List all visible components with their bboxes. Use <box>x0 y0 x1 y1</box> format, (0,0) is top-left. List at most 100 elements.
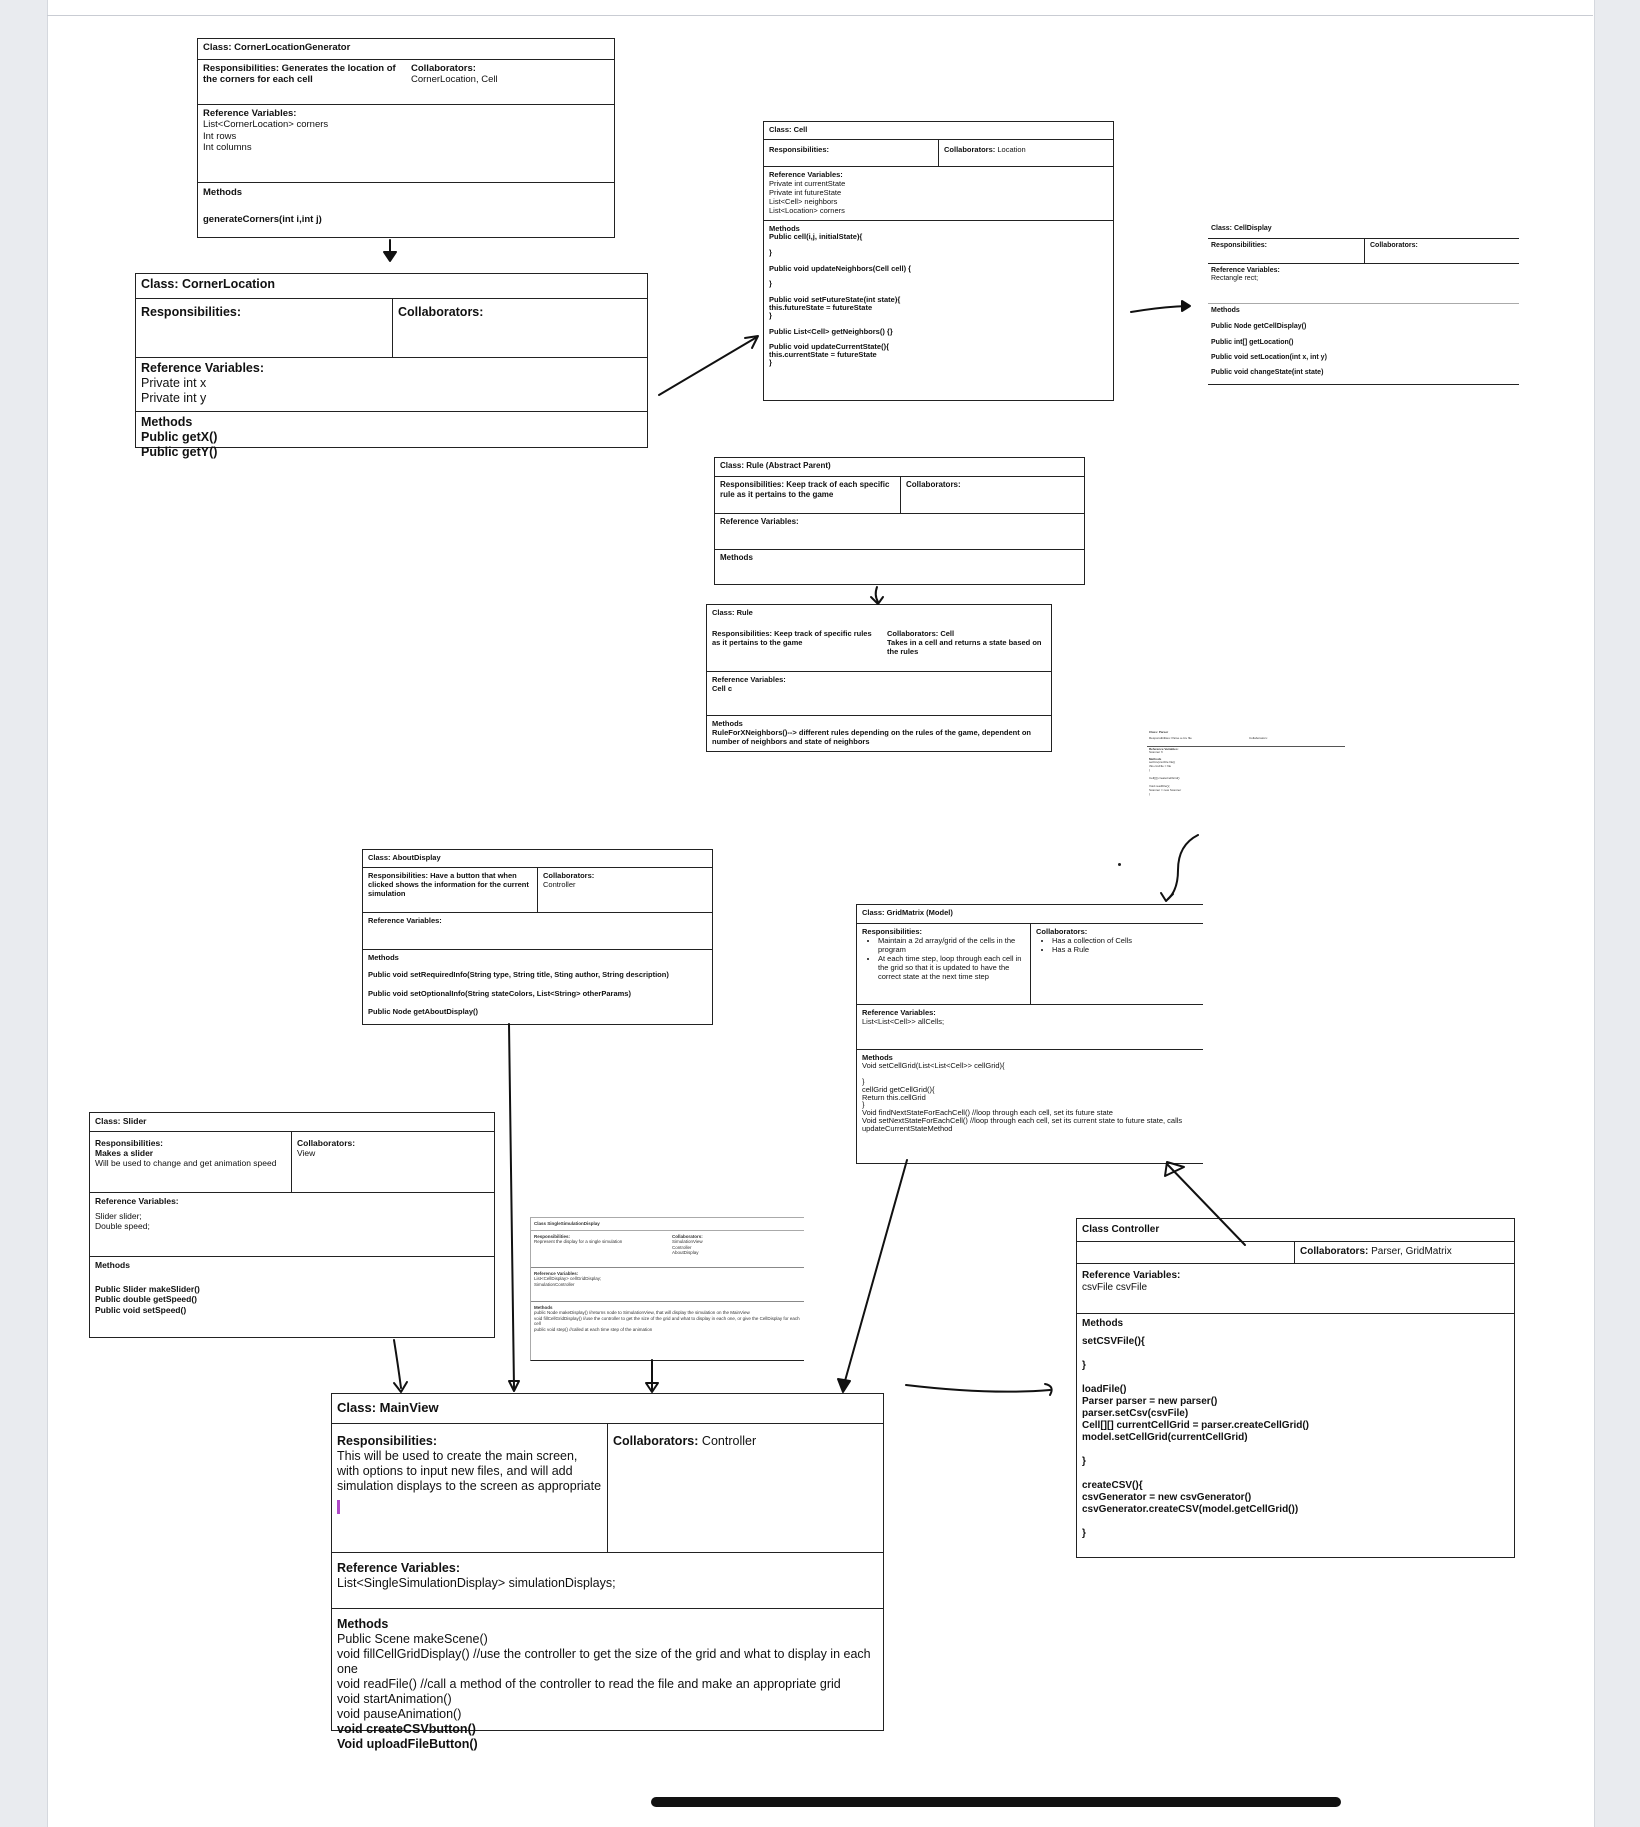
bullet-item: Maintain a 2d array/grid of the cells in… <box>878 936 1025 954</box>
collaborators: Takes in a cell and returns a state base… <box>887 638 1042 656</box>
collaborators-cell: Collaborators: Has a collection of Cells… <box>1031 924 1203 1004</box>
text-line: void pauseAnimation() <box>337 1707 462 1721</box>
ref-label: Reference Variables: <box>712 675 786 684</box>
collaborators: Location <box>997 145 1026 154</box>
methods-list: Public getX()Public getY() <box>141 430 642 460</box>
text-line: Public void setOptionalInfo(String state… <box>368 988 631 998</box>
text-line: Public void setFutureState(int state){ <box>769 295 901 304</box>
text-line: void startAnimation() <box>337 1692 452 1706</box>
responsibilities: Responsibilities: Have a button that whe… <box>363 868 538 912</box>
card-single-simulation-display[interactable]: Class SingleSimulationDisplay Responsibi… <box>530 1217 804 1361</box>
methods-list: generateCorners(int i,int j) <box>203 214 609 225</box>
methods-label: Methods <box>337 1617 389 1631</box>
ref-list: List<SingleSimulationDisplay> simulation… <box>337 1576 878 1591</box>
ref-label: Reference Variables: <box>769 170 843 179</box>
text-line: void readFile() //call a method of the c… <box>337 1677 841 1691</box>
bullet-item: Has a Rule <box>1052 945 1198 954</box>
card-rule-abstract[interactable]: Class: Rule (Abstract Parent) Responsibi… <box>714 457 1085 585</box>
collaborators-cell: Collaborators: CornerLocation, Cell <box>406 60 614 104</box>
card-controller[interactable]: Class Controller Collaborators: Parser, … <box>1076 1218 1515 1558</box>
text-line: Public void setLocation(int x, int y) <box>1211 354 1327 362</box>
text-line: Int rows <box>203 130 237 142</box>
methods-label: Methods <box>862 1053 893 1062</box>
ref-label: Reference Variables: <box>1082 1270 1181 1281</box>
card-rule[interactable]: Class: Rule Responsibilities: Keep track… <box>706 604 1052 752</box>
text-line: Int columns <box>203 142 252 154</box>
card-grid-matrix[interactable]: Class: GridMatrix (Model) Responsibiliti… <box>856 904 1203 1164</box>
responsibilities-label: Responsibilities: <box>337 1434 438 1448</box>
card-title: Class: AboutDisplay <box>363 850 712 868</box>
ref-label: Reference Variables: <box>720 517 799 526</box>
card-main-view[interactable]: Class: MainView Responsibilities: This w… <box>331 1393 884 1751</box>
responsibilities-cell <box>1077 1241 1295 1263</box>
methods-list: Public Scene makeScene()void fillCellGri… <box>337 1632 878 1722</box>
horizontal-scrollbar[interactable] <box>651 1797 1341 1807</box>
responsibilities: Responsibilities: Parse a csv file <box>1149 735 1192 740</box>
collaborators-cell: Collaborators: View <box>292 1132 494 1192</box>
methods-label: Methods <box>141 415 193 429</box>
methods-label: Methods <box>1149 756 1162 761</box>
responsibilities-cell: Responsibilities: This will be used to c… <box>332 1424 608 1552</box>
arrowhead <box>837 1378 851 1393</box>
arrowhead <box>744 335 759 349</box>
card-corner-location-generator[interactable]: Class: CornerLocationGenerator Responsib… <box>197 38 615 238</box>
ref-list: csvFile csvFile <box>1082 1282 1509 1294</box>
arrow-gridmatrix-to-mainview <box>842 1159 908 1389</box>
card-cell[interactable]: Class: Cell Responsibilities: Collaborat… <box>763 121 1114 401</box>
card-slider[interactable]: Class: Slider Responsibilities: Makes a … <box>89 1112 495 1338</box>
methods-label: Methods <box>769 224 800 233</box>
arrow-cell-to-celldisplay <box>1130 305 1189 313</box>
text-line: Slider slider; <box>95 1210 142 1221</box>
text-line: Scanner = new Scanner <box>1149 787 1182 792</box>
text-line: Cell[][] currentCellGrid = parser.create… <box>1082 1419 1310 1431</box>
ref-list: Rectangle rect; <box>1211 275 1514 283</box>
arrow-controller-to-gridmatrix <box>1166 1163 1246 1246</box>
text-line: Controller <box>672 1244 692 1250</box>
text-cursor <box>337 1500 340 1514</box>
responsibilities: Responsibilities: <box>764 140 939 166</box>
reference-section: Reference Variables: Scanner fr Methods … <box>1147 747 1345 798</box>
methods-label: Methods <box>1211 307 1240 314</box>
methods-section: Methods Public void setRequiredInfo(Stri… <box>363 950 712 1024</box>
methods-label: Methods <box>1082 1318 1124 1329</box>
methods-list: public Node makeDisplay() //returns node… <box>534 1310 801 1332</box>
text-line: List<Location> corners <box>769 206 845 215</box>
responsibilities-label: Responsibilities: <box>95 1138 164 1148</box>
methods-section: Methods RuleForXNeighbors()--> different… <box>707 716 1051 749</box>
collaborators-label: Collaborators: Cell <box>887 629 955 638</box>
text-line: Scanner fr <box>1149 750 1163 755</box>
card-parser-tiny[interactable]: Class: Parser Responsibilities: Parse a … <box>1147 730 1345 836</box>
text-line: SimulationView <box>672 1239 703 1245</box>
text-line: createCSV(){ <box>1082 1479 1143 1491</box>
ref-label: Reference Variables: <box>337 1561 460 1575</box>
text-line: void fillCellGridDisplay() //use the con… <box>337 1647 875 1676</box>
methods-list: Void setCellGrid(List<List<Cell>> cellGr… <box>862 1062 1198 1133</box>
responsibilities: Responsibilities: Generates the location… <box>203 63 396 86</box>
text-line: Private int y <box>141 391 207 405</box>
collaborators-label: Collaborators: <box>672 1234 703 1239</box>
card-about-display[interactable]: Class: AboutDisplay Responsibilities: Ha… <box>362 849 713 1025</box>
methods-list: Public Slider makeSlider()Public double … <box>95 1284 489 1315</box>
card-title: Class: MainView <box>332 1394 883 1424</box>
ref-list: Scanner fr <box>1149 751 1343 755</box>
text-line: csvFile csvFile <box>1082 1282 1148 1293</box>
methods-section: Methods Public Scene makeScene()void fil… <box>332 1609 883 1755</box>
text-line: Void setNextStateForEachCell() //loop th… <box>862 1116 1185 1133</box>
responsibilities: Will be used to change and get animation… <box>95 1158 277 1169</box>
methods-list: RuleForXNeighbors()--> different rules d… <box>712 728 1046 746</box>
arrowhead <box>393 1381 408 1393</box>
ref-label: Reference Variables: <box>141 361 264 375</box>
card-cell-display[interactable]: Class: CellDisplay Responsibilities: Col… <box>1208 222 1519 385</box>
text-line: generateCorners(int i,int j) <box>203 214 322 226</box>
responsibilities: Responsibilities: Keep track of each spe… <box>715 477 901 513</box>
collaborators: CornerLocation, Cell <box>411 74 498 86</box>
text-line: Public cell(i,j, initialState){ <box>769 232 863 241</box>
text-line: this.csvFile = file <box>1149 764 1172 769</box>
text-line: } <box>862 1076 865 1086</box>
text-line: Public double getSpeed() <box>95 1294 198 1305</box>
arrow-ruleabstract-to-rule <box>874 586 879 603</box>
card-corner-location[interactable]: Class: CornerLocation Responsibilities: … <box>135 273 648 459</box>
methods-section: Methods generateCorners(int i,int j) <box>198 183 614 228</box>
